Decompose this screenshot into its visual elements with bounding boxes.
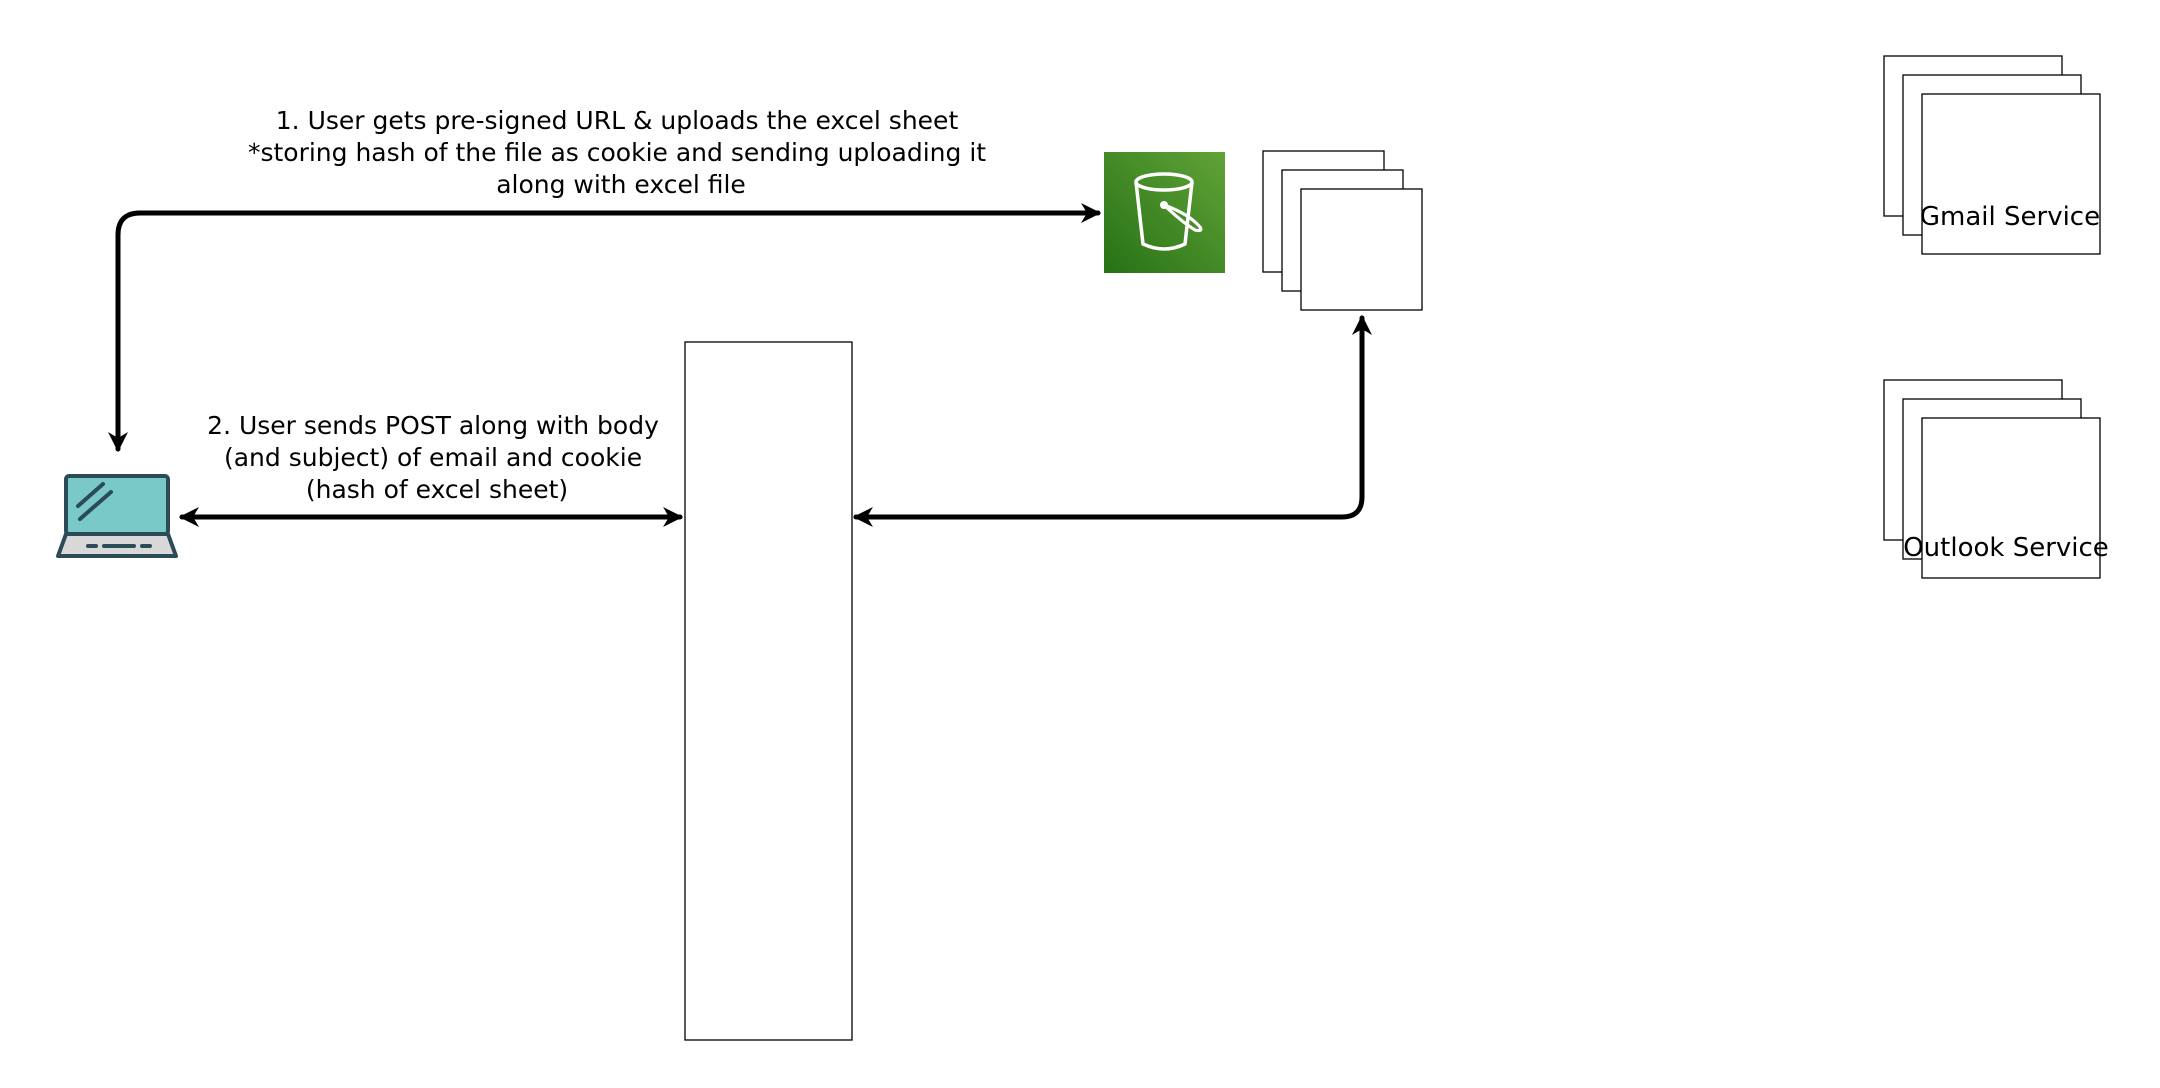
worker-stack-node[interactable]	[1262, 150, 1423, 311]
edge-post-label-line-1: 2. User sends POST along with body	[207, 411, 659, 440]
edge-post-label-line-2: (and subject) of email and cookie	[224, 443, 642, 472]
worker-stack-front[interactable]	[1300, 188, 1423, 311]
api-server-node[interactable]	[684, 341, 853, 1041]
gmail-service-label: Gmail Service	[1920, 202, 2100, 232]
edge-server-to-workers[interactable]	[853, 315, 1372, 527]
outlook-stack-front[interactable]	[1921, 417, 2101, 579]
edge-upload-label: 1. User gets pre-signed URL & uploads th…	[248, 106, 994, 199]
outlook-service-label: Outlook Service	[1903, 533, 2109, 563]
outlook-service-node[interactable]: Outlook Service	[1883, 379, 2109, 579]
edge-upload-line[interactable]	[108, 203, 1101, 452]
edge-upload[interactable]: 1. User gets pre-signed URL & uploads th…	[108, 106, 1101, 452]
edge-post-label: 2. User sends POST along with body (and …	[207, 411, 667, 504]
s3-bucket-icon[interactable]	[1104, 152, 1225, 273]
edge-server-to-workers-line[interactable]	[853, 315, 1372, 527]
edge-upload-label-line-1: 1. User gets pre-signed URL & uploads th…	[276, 106, 959, 135]
edge-post-label-line-3: (hash of excel sheet)	[306, 475, 568, 504]
edge-post[interactable]: 2. User sends POST along with body (and …	[179, 411, 683, 527]
laptop-icon[interactable]	[56, 474, 178, 558]
s3-bucket-background	[1104, 152, 1225, 273]
gmail-stack-front[interactable]	[1921, 93, 2101, 255]
edge-upload-label-line-3: along with excel file	[496, 170, 746, 199]
api-server-box[interactable]	[684, 341, 853, 1041]
gmail-service-node[interactable]: Gmail Service	[1883, 55, 2101, 255]
edge-upload-label-line-2: *storing hash of the file as cookie and …	[248, 138, 986, 167]
